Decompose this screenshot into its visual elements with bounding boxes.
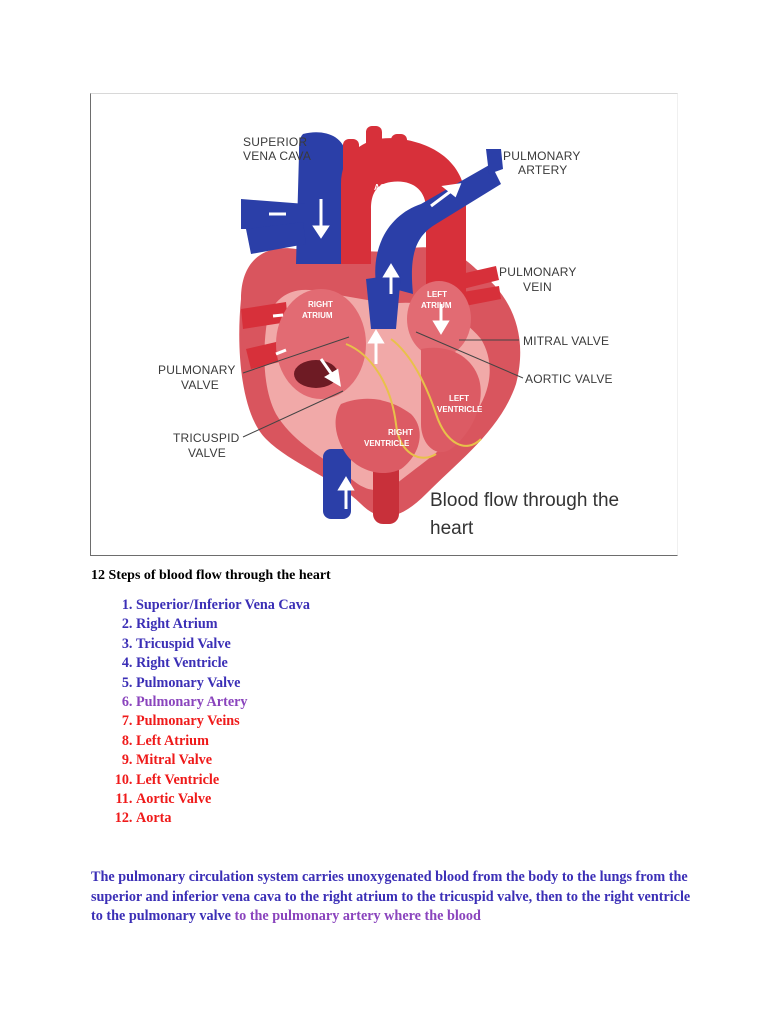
label-aortic-valve: AORTIC VALVE xyxy=(525,372,613,386)
pulmonary-vein-right-2 xyxy=(463,286,501,306)
list-item: Aortic Valve xyxy=(136,790,310,809)
inferior-vena-cava xyxy=(323,449,351,519)
paragraph-part-2: to the pulmonary artery where the blood xyxy=(230,908,481,925)
list-item: Pulmonary Artery xyxy=(136,693,310,712)
list-item: Right Atrium xyxy=(136,615,310,634)
left-atrium-chamber xyxy=(407,281,471,357)
pulmonary-artery-branch xyxy=(486,149,503,174)
left-ventricle-chamber xyxy=(421,347,481,453)
label-mitral-valve: MITRAL VALVE xyxy=(523,334,609,348)
list-item: Tricuspid Valve xyxy=(136,635,310,654)
pulmonary-vein-left-1 xyxy=(241,302,288,329)
central-blue-channel xyxy=(366,274,401,329)
aorta-branch-1 xyxy=(343,139,359,179)
list-item: Aorta xyxy=(136,809,310,828)
right-ventricle-chamber xyxy=(335,398,420,474)
aorta-branch-3 xyxy=(391,134,407,174)
superior-vena-cava-vessel xyxy=(296,132,346,264)
flow-arrows xyxy=(269,183,462,509)
list-item: Pulmonary Valve xyxy=(136,674,310,693)
conduction-path xyxy=(345,343,437,459)
aorta-vessel xyxy=(341,138,466,294)
blood-flow-steps-list: Superior/Inferior Vena Cava Right Atrium… xyxy=(90,596,310,829)
list-item: Pulmonary Veins xyxy=(136,712,310,731)
list-item: Mitral Valve xyxy=(136,751,310,770)
pulmonary-artery-vessel xyxy=(375,164,501,294)
list-item: Left Atrium xyxy=(136,732,310,751)
pulmonary-circulation-paragraph: The pulmonary circulation system carries… xyxy=(91,868,691,927)
label-leader-lines xyxy=(242,331,524,438)
steps-heading: 12 Steps of blood flow through the heart xyxy=(91,568,331,583)
label-aorta: AORTA xyxy=(374,183,402,192)
conduction-path-2 xyxy=(390,338,482,447)
list-item: Right Ventricle xyxy=(136,654,310,673)
aorta-branch-2 xyxy=(366,126,382,166)
list-item: Left Ventricle xyxy=(136,771,310,790)
svc-left-branch-2 xyxy=(246,222,306,254)
paragraph-part-1: The pulmonary circulation system carries… xyxy=(91,869,691,925)
list-item: Superior/Inferior Vena Cava xyxy=(136,596,310,615)
pulmonary-vein-right-1 xyxy=(461,266,499,289)
